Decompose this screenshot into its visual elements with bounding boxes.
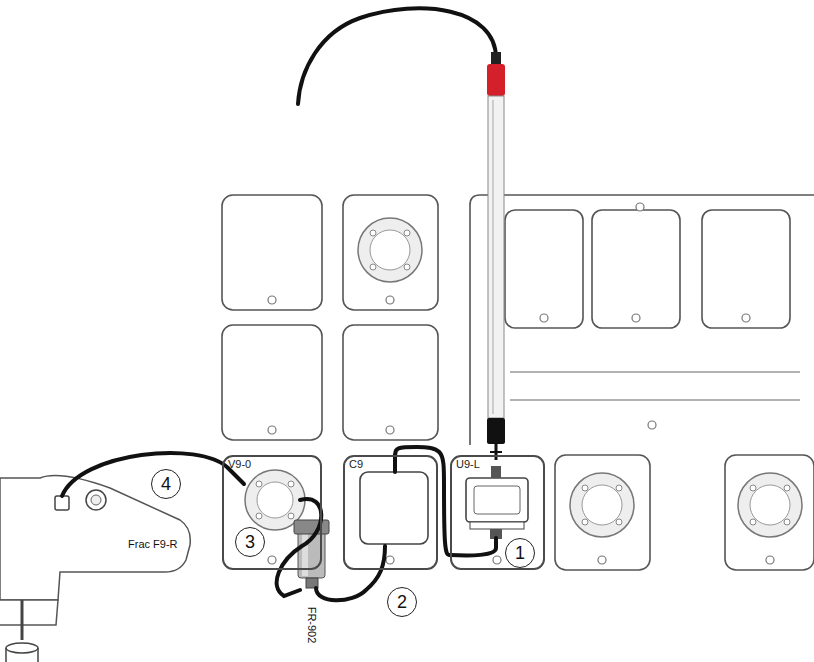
tubing <box>62 453 496 600</box>
valve-discs <box>245 218 802 537</box>
column <box>298 8 505 460</box>
module-label: V9-0 <box>228 458 251 470</box>
conductivity-cell <box>360 472 428 544</box>
callout-number: 3 <box>235 527 265 557</box>
module-slot <box>555 455 650 570</box>
module-slot <box>725 455 814 570</box>
module-slot <box>505 210 583 328</box>
rail <box>510 371 800 373</box>
module-label: U9-L <box>456 458 480 470</box>
uv-cell <box>466 466 528 539</box>
callout-number: 4 <box>151 469 181 499</box>
module-box: V9-0 <box>222 455 322 570</box>
module-slot <box>222 195 322 310</box>
module-slot <box>343 195 438 310</box>
filter-symbol <box>294 520 329 588</box>
module-label: C9 <box>349 458 363 470</box>
module-slot <box>702 210 790 328</box>
module-slot <box>343 325 438 440</box>
callout-number: 2 <box>387 587 417 617</box>
rail <box>510 399 800 401</box>
module-slot <box>592 210 680 328</box>
module-slot <box>222 325 322 440</box>
module-box: C9 <box>343 455 438 570</box>
part-label: Frac F9-R <box>128 538 178 550</box>
panel-outline <box>470 195 814 445</box>
callout-number: 1 <box>505 538 535 568</box>
tubing-connector <box>395 447 450 555</box>
part-label: FR-902 <box>306 607 318 644</box>
fraction-collector <box>0 476 190 662</box>
